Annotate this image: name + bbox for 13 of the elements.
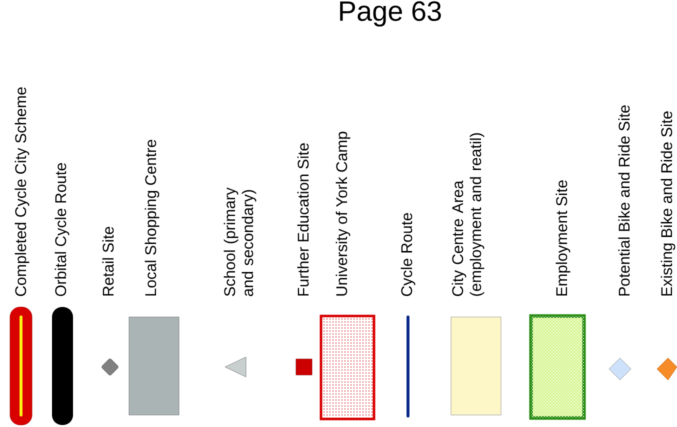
legend-label: Retail Site (102, 226, 114, 296)
legend-label: School (primary and secondary) (224, 187, 256, 296)
legend-label: Existing Bike and Ride Site (660, 111, 676, 296)
legend-label: Local Shopping Centre (144, 140, 160, 296)
legend-label: City Centre Area (employment and reatil) (452, 133, 484, 296)
page-title: Page 63 (340, 1, 441, 27)
legend-label: Orbital Cycle Route (54, 163, 70, 296)
legend-label: Completed Cycle City Scheme (14, 87, 30, 296)
legend-label: University of York Camp (336, 132, 350, 296)
legend-label: Potential Bike and Ride Site (618, 105, 630, 296)
legend-label: Cycle Route (400, 213, 416, 296)
legend-label: Further Education Site (297, 143, 309, 296)
legend-label: Employment Site (556, 180, 570, 296)
